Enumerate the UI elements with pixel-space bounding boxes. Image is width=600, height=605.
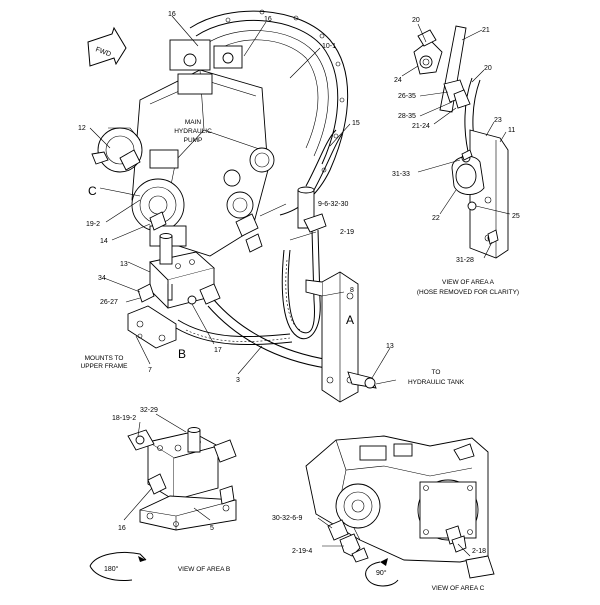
callout-a-22: 22 bbox=[432, 215, 440, 222]
callout-b-16: 16 bbox=[118, 525, 126, 532]
callout-a-25: 25 bbox=[512, 213, 520, 220]
area-a-leaders bbox=[401, 23, 511, 259]
hoses bbox=[175, 129, 349, 381]
callout-b-5: 5 bbox=[210, 525, 214, 532]
callout-19-2: 19-2 bbox=[86, 221, 100, 228]
mounts-label-2: UPPER FRAME bbox=[81, 363, 129, 370]
callout-16-b: 16 bbox=[264, 16, 272, 23]
area-a-callouts: 20 21 24 20 26-35 28-35 21-24 23 11 31-3… bbox=[392, 17, 520, 296]
view-area-b-caption: VIEW OF AREA B bbox=[178, 566, 230, 573]
area-c-leaders bbox=[317, 517, 471, 557]
view-area-b bbox=[127, 427, 237, 531]
callout-a-31-33: 31-33 bbox=[392, 171, 410, 178]
callout-a-24: 24 bbox=[394, 77, 402, 84]
rotate-180-arrow: 180° bbox=[89, 552, 147, 581]
to-tank-label-1: TO bbox=[432, 369, 441, 376]
main-hydraulic-pump bbox=[97, 39, 275, 257]
callout-a-26-35: 26-35 bbox=[398, 93, 416, 100]
callout-16-a: 16 bbox=[168, 11, 176, 18]
callout-c-2-19-4: 2-19-4 bbox=[292, 548, 312, 555]
rotate-180-label: 180° bbox=[104, 565, 119, 573]
mounts-label-1: MOUNTS TO bbox=[85, 355, 124, 362]
to-tank-label-2: HYDRAULIC TANK bbox=[408, 379, 465, 386]
callout-a-20-a: 20 bbox=[412, 17, 420, 24]
fwd-label: FWD bbox=[94, 46, 111, 58]
main-callouts: 16 16 10-1 12 15 C 19-2 14 9-6-32-30 2-1… bbox=[78, 11, 465, 386]
area-b-leaders bbox=[123, 413, 211, 521]
view-area-a-caption-1: VIEW OF AREA A bbox=[442, 279, 495, 286]
main-pump-label-1: MAIN bbox=[185, 119, 202, 126]
bracket-area-a bbox=[303, 213, 377, 403]
callout-26-27: 26-27 bbox=[100, 299, 118, 306]
callout-9-6-32-30: 9-6-32-30 bbox=[318, 201, 348, 208]
callout-8: 8 bbox=[350, 287, 354, 294]
callout-a-21: 21 bbox=[482, 27, 490, 34]
callout-34: 34 bbox=[98, 275, 106, 282]
callout-12: 12 bbox=[78, 125, 86, 132]
main-assembly: FWD bbox=[87, 9, 377, 403]
pump-fittings bbox=[91, 149, 263, 253]
callout-3: 3 bbox=[236, 377, 240, 384]
callout-b-32-29: 32-29 bbox=[140, 407, 158, 414]
view-area-a-caption-2: (HOSE REMOVED FOR CLARITY) bbox=[417, 289, 519, 296]
rotate-90-arrow: 90° bbox=[365, 558, 399, 587]
area-letter-c: C bbox=[88, 184, 97, 198]
main-pump-label-3: PUMP bbox=[184, 137, 203, 144]
callout-a-21-24: 21-24 bbox=[412, 123, 430, 130]
callout-c-30-32-6-9: 30-32-6-9 bbox=[272, 515, 302, 522]
callout-c-2-18: 2-18 bbox=[472, 548, 486, 555]
main-pump-label-2: HYDRAULIC bbox=[174, 128, 212, 135]
callout-2-19: 2-19 bbox=[340, 229, 354, 236]
rotate-90-label: 90° bbox=[376, 569, 387, 577]
callout-a-20-b: 20 bbox=[484, 65, 492, 72]
main-leaders bbox=[89, 15, 397, 385]
view-area-a bbox=[413, 25, 509, 259]
callout-17: 17 bbox=[214, 347, 222, 354]
callout-10-1: 10-1 bbox=[322, 43, 336, 50]
callout-15: 15 bbox=[352, 120, 360, 127]
callout-a-11: 11 bbox=[508, 127, 515, 134]
manifold-block bbox=[127, 233, 221, 349]
area-b-callouts: 18-19-2 32-29 16 5 180° VIEW OF AREA B bbox=[89, 407, 230, 581]
view-area-c-caption: VIEW OF AREA C bbox=[432, 585, 485, 592]
callout-b-18-19-2: 18-19-2 bbox=[112, 415, 136, 422]
fwd-arrow: FWD bbox=[87, 26, 127, 67]
callout-a-28-35: 28-35 bbox=[398, 113, 416, 120]
callout-13-b: 13 bbox=[386, 343, 394, 350]
callout-a-23: 23 bbox=[494, 117, 502, 124]
callout-14: 14 bbox=[100, 238, 108, 245]
callout-7: 7 bbox=[148, 367, 152, 374]
callout-a-31-28: 31-28 bbox=[456, 257, 474, 264]
area-c-callouts: 30-32-6-9 2-19-4 2-18 90° VIEW OF AREA C bbox=[272, 515, 486, 592]
area-letter-a: A bbox=[346, 313, 354, 327]
area-letter-b: B bbox=[178, 347, 186, 361]
view-area-c bbox=[305, 435, 495, 579]
callout-13-a: 13 bbox=[120, 261, 128, 268]
